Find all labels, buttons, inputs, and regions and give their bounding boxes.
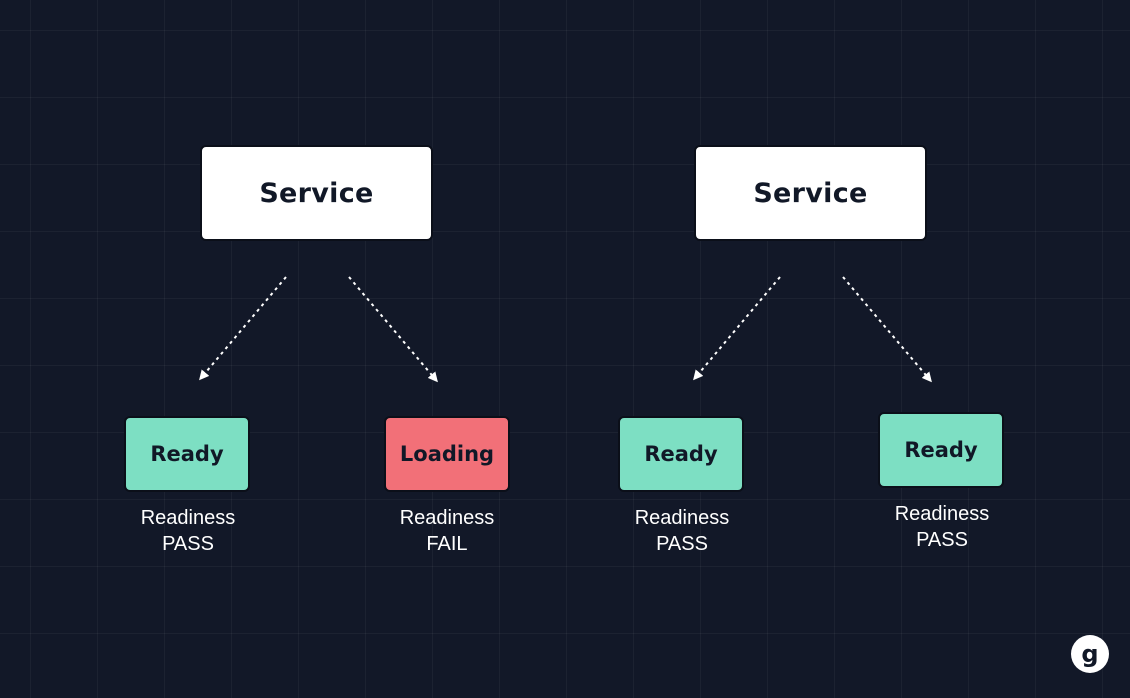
service-box-left: Service [200,145,433,241]
pod-ready-box: Ready [878,412,1004,488]
caption-line-2: PASS [162,533,214,555]
arrow-service1-to-pod1 [199,276,287,381]
service-box-right: Service [694,145,927,241]
caption-line-1: Readiness [399,507,495,529]
pod-loading-box: Loading [384,416,510,492]
caption-line-2: FAIL [426,533,468,555]
pod-status-caption: Readiness FAIL [367,505,527,557]
pod-status-caption: Readiness PASS [862,501,1022,553]
arrow-service2-to-pod4 [842,276,932,383]
pod-status-caption: Readiness PASS [602,505,762,557]
pod-status-caption: Readiness PASS [108,505,268,557]
caption-line-2: PASS [916,529,968,551]
arrow-service2-to-pod3 [693,276,781,381]
pod-ready-box: Ready [124,416,250,492]
caption-line-1: Readiness [140,507,236,529]
arrow-service1-to-pod2 [348,276,438,383]
brand-logo-icon: g [1071,635,1109,673]
caption-line-1: Readiness [634,507,730,529]
caption-line-2: PASS [656,533,708,555]
caption-line-1: Readiness [894,503,990,525]
pod-ready-box: Ready [618,416,744,492]
